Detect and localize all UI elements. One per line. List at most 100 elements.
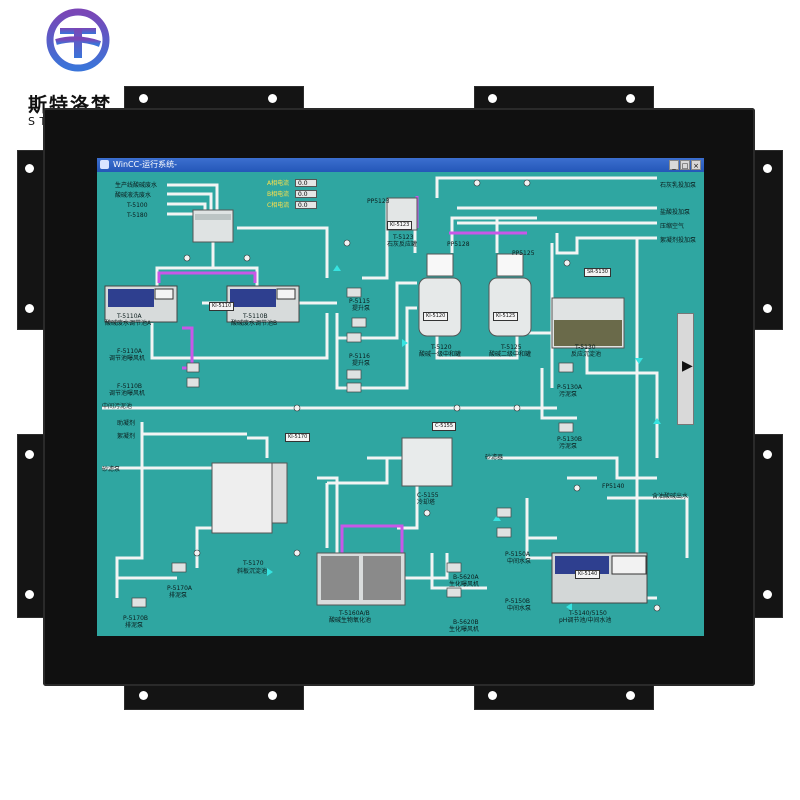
t5140-id: T-5140/5150	[569, 610, 607, 617]
mount-hole	[25, 590, 34, 599]
b5620b-name: 生化曝风机	[449, 626, 480, 633]
t5123-name: 石灰反应罐	[387, 241, 418, 248]
c5155-id: C-5155	[417, 492, 439, 499]
input-label: T-5100	[127, 202, 148, 209]
mount-hole	[488, 691, 497, 700]
mount-hole	[626, 94, 635, 103]
input-label: 酸碱液洗废水	[115, 192, 152, 199]
p5130a-name: 污泥泵	[559, 391, 578, 398]
t5160-id: T-5160A/B	[339, 610, 370, 617]
mount-hole	[25, 304, 34, 313]
p5150a-id: P-5150A	[505, 551, 531, 558]
t5123-id: T-5123	[393, 234, 414, 241]
input-label: T-5180	[127, 212, 148, 219]
side-label: 絮凝剂	[117, 433, 136, 440]
mixer-tag: SR-5130	[584, 268, 611, 277]
p5170b-id: P-5170B	[123, 615, 149, 622]
mount-hole	[268, 94, 277, 103]
p5170b-name: 排泥泵	[125, 622, 144, 629]
close-button[interactable]: ×	[691, 160, 701, 170]
window-title: WinCC-运行系统-	[113, 160, 177, 169]
t5125-name: 酸碱二级中和罐	[489, 351, 532, 358]
output-label: 石灰乳投加泵	[660, 182, 697, 189]
window-titlebar: WinCC-运行系统- _ □ ×	[97, 158, 704, 172]
phase-b-value: 0.0	[295, 190, 317, 198]
phase-c-label: C相电流	[267, 202, 290, 209]
t5160-name: 酸碱生物氧化池	[329, 617, 372, 624]
phase-b-label: B相电流	[267, 191, 290, 198]
p5150b-name: 中间水泵	[507, 605, 532, 612]
p5170a-id: P-5170A	[167, 585, 193, 592]
t5110a-id: T-5110A	[117, 313, 142, 320]
mount-hole	[488, 94, 497, 103]
t5120-name: 酸碱一级中和罐	[419, 351, 462, 358]
mixer-tag: KI-5110	[209, 302, 235, 311]
phase-a-value: 0.0	[295, 179, 317, 187]
mount-hole	[763, 450, 772, 459]
dosing-tag: PP5123	[367, 198, 390, 205]
mount-hole	[139, 94, 148, 103]
process-diagram	[102, 176, 689, 612]
b5620a-name: 生化曝风机	[449, 581, 480, 588]
c5155-name: 冷却塔	[417, 499, 436, 506]
t5120-id: T-5120	[431, 344, 452, 351]
t5125-id: T-5125	[501, 344, 522, 351]
phase-a-label: A相电流	[267, 180, 290, 187]
dosing-tag: FP5140	[602, 483, 625, 490]
t5110b-id: T-5110B	[243, 313, 268, 320]
t5170-id: T-5170	[243, 560, 264, 567]
scada-screen: WinCC-运行系统- _ □ ×	[97, 158, 704, 636]
mount-hole	[763, 164, 772, 173]
mixer-tag: KI-5125	[493, 312, 519, 321]
mixer-tag: KI-5123	[387, 221, 413, 230]
mount-bracket-bottom-left	[124, 682, 304, 710]
right-arrow-icon: ▶	[682, 358, 693, 374]
p5150b-id: P-5150B	[505, 598, 531, 605]
t5130-name: 反应沉淀池	[571, 351, 602, 358]
t5110b-name: 酸碱废水调节池B	[231, 320, 278, 327]
side-label: 砂滤泵	[102, 466, 121, 473]
mount-hole	[139, 691, 148, 700]
mixer-tag: KI-5140	[575, 570, 601, 579]
input-label: 生产线酸碱废水	[115, 182, 158, 189]
p5130b-id: P-5130B	[557, 436, 583, 443]
p5170a-name: 排泥泵	[169, 592, 188, 599]
minimize-button[interactable]: _	[669, 160, 679, 170]
b5620a-id: B-5620A	[453, 574, 479, 581]
p5115-id: P-5115	[349, 298, 370, 305]
mount-hole	[25, 450, 34, 459]
dosing-tag: PP5128	[447, 241, 470, 248]
f5110b-name: 调节池曝风机	[109, 390, 146, 397]
mount-hole	[268, 691, 277, 700]
p5130b-name: 污泥泵	[559, 443, 578, 450]
t5140-name: pH调节池/中间水池	[559, 617, 612, 624]
output-label: 盐酸投加泵	[660, 209, 691, 216]
page-nav-button[interactable]: ▶	[677, 313, 694, 425]
p5115-name: 提升泵	[352, 305, 371, 312]
t5110a-name: 酸碱废水调节池A	[105, 320, 152, 327]
side-label: 助凝剂	[117, 420, 136, 427]
mixer-tag: KI-5170	[285, 433, 311, 442]
p5150a-name: 中间水泵	[507, 558, 532, 565]
output-label: 絮凝剂投加泵	[660, 237, 697, 244]
strovan-logo-icon	[46, 8, 110, 72]
f5110a-name: 调节池曝风机	[109, 355, 146, 362]
drain-label: 砂滤器	[485, 454, 504, 461]
side-label: 中间污泥池	[102, 403, 133, 410]
output-label: 压缩空气	[660, 223, 685, 230]
t5130-id: T-5130	[575, 344, 596, 351]
mount-hole	[25, 164, 34, 173]
phase-c-value: 0.0	[295, 201, 317, 209]
mixer-tag: C-5155	[432, 422, 457, 431]
app-icon	[100, 160, 109, 169]
mount-bracket-right-top	[751, 150, 783, 330]
mount-bracket-bottom-right	[474, 682, 654, 710]
outflow-label: 含油酸碱出水	[652, 493, 689, 500]
f5110a-id: F-5110A	[117, 348, 142, 355]
maximize-button[interactable]: □	[680, 160, 690, 170]
p5116-name: 提升泵	[352, 360, 371, 367]
t5170-name: 斜板沉淀池	[237, 568, 268, 575]
f5110b-id: F-5110B	[117, 383, 143, 390]
p5116-id: P-5116	[349, 353, 370, 360]
b5620b-id: B-5620B	[453, 619, 479, 626]
